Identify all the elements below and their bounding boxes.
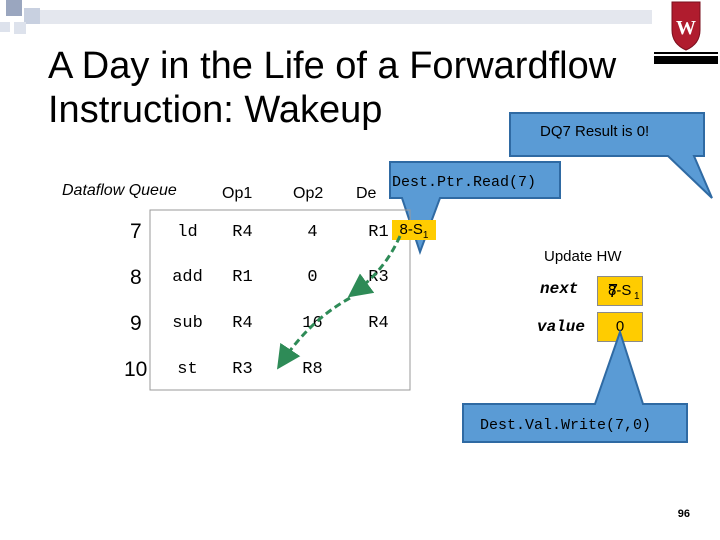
page-number: 96: [677, 508, 690, 520]
dest-val-write-text: Dest.Val.Write(7,0): [480, 417, 652, 434]
row-number: 7: [130, 220, 142, 243]
row-op1: R4: [232, 223, 253, 242]
dataflow-queue-caption: Dataflow Queue: [62, 182, 177, 199]
header-dest: De: [356, 185, 377, 202]
row-dest: R4: [368, 314, 389, 333]
svg-text:W: W: [676, 17, 696, 39]
header-op1: Op1: [222, 185, 253, 202]
update-hw-label: Update HW: [544, 248, 622, 265]
value-text: 0: [615, 318, 625, 335]
row-op: add: [172, 268, 203, 287]
next-label: next: [540, 280, 579, 298]
row-dest: R1: [368, 223, 389, 242]
dest-pointer-tag-text: 8-S: [399, 221, 423, 238]
row-op2: R8: [302, 360, 323, 379]
next-value-text: 8-S: [608, 282, 632, 299]
header-op2: Op2: [293, 185, 324, 202]
university-logo: W: [654, 1, 718, 64]
dest-val-write-callout: [462, 330, 688, 443]
next-value-sub: 1: [634, 291, 640, 302]
row-op2: 0: [307, 268, 318, 287]
row-op1: R3: [232, 360, 253, 379]
dest-ptr-read-text: Dest.Ptr.Read(7): [392, 174, 537, 191]
row-op: ld: [177, 223, 198, 242]
dest-pointer-tag-sub: 1: [422, 230, 429, 241]
row-number: 10: [124, 358, 148, 381]
row-op: sub: [172, 314, 203, 333]
value-label: value: [537, 318, 586, 336]
row-op1: R1: [232, 268, 253, 287]
header-decoration: [0, 0, 652, 34]
dq7-result-callout: [509, 112, 713, 199]
next-overwritten-value: 7: [608, 281, 619, 301]
slide-title: A Day in the Life of a Forwardflow Instr…: [48, 44, 616, 132]
dest-pointer-tag: 8-S1: [392, 220, 436, 241]
row-number: 9: [130, 312, 142, 335]
row-op1: R4: [232, 314, 253, 333]
row-op2: 4: [307, 223, 318, 242]
title-line-2: Instruction: Wakeup: [48, 89, 383, 131]
dq7-result-text: DQ7 Result is 0!: [540, 123, 650, 140]
dataflow-queue-table: [149, 209, 411, 391]
row-op: st: [177, 360, 198, 379]
title-line-1: A Day in the Life of a Forwardflow: [48, 45, 617, 87]
row-number: 8: [130, 266, 142, 289]
